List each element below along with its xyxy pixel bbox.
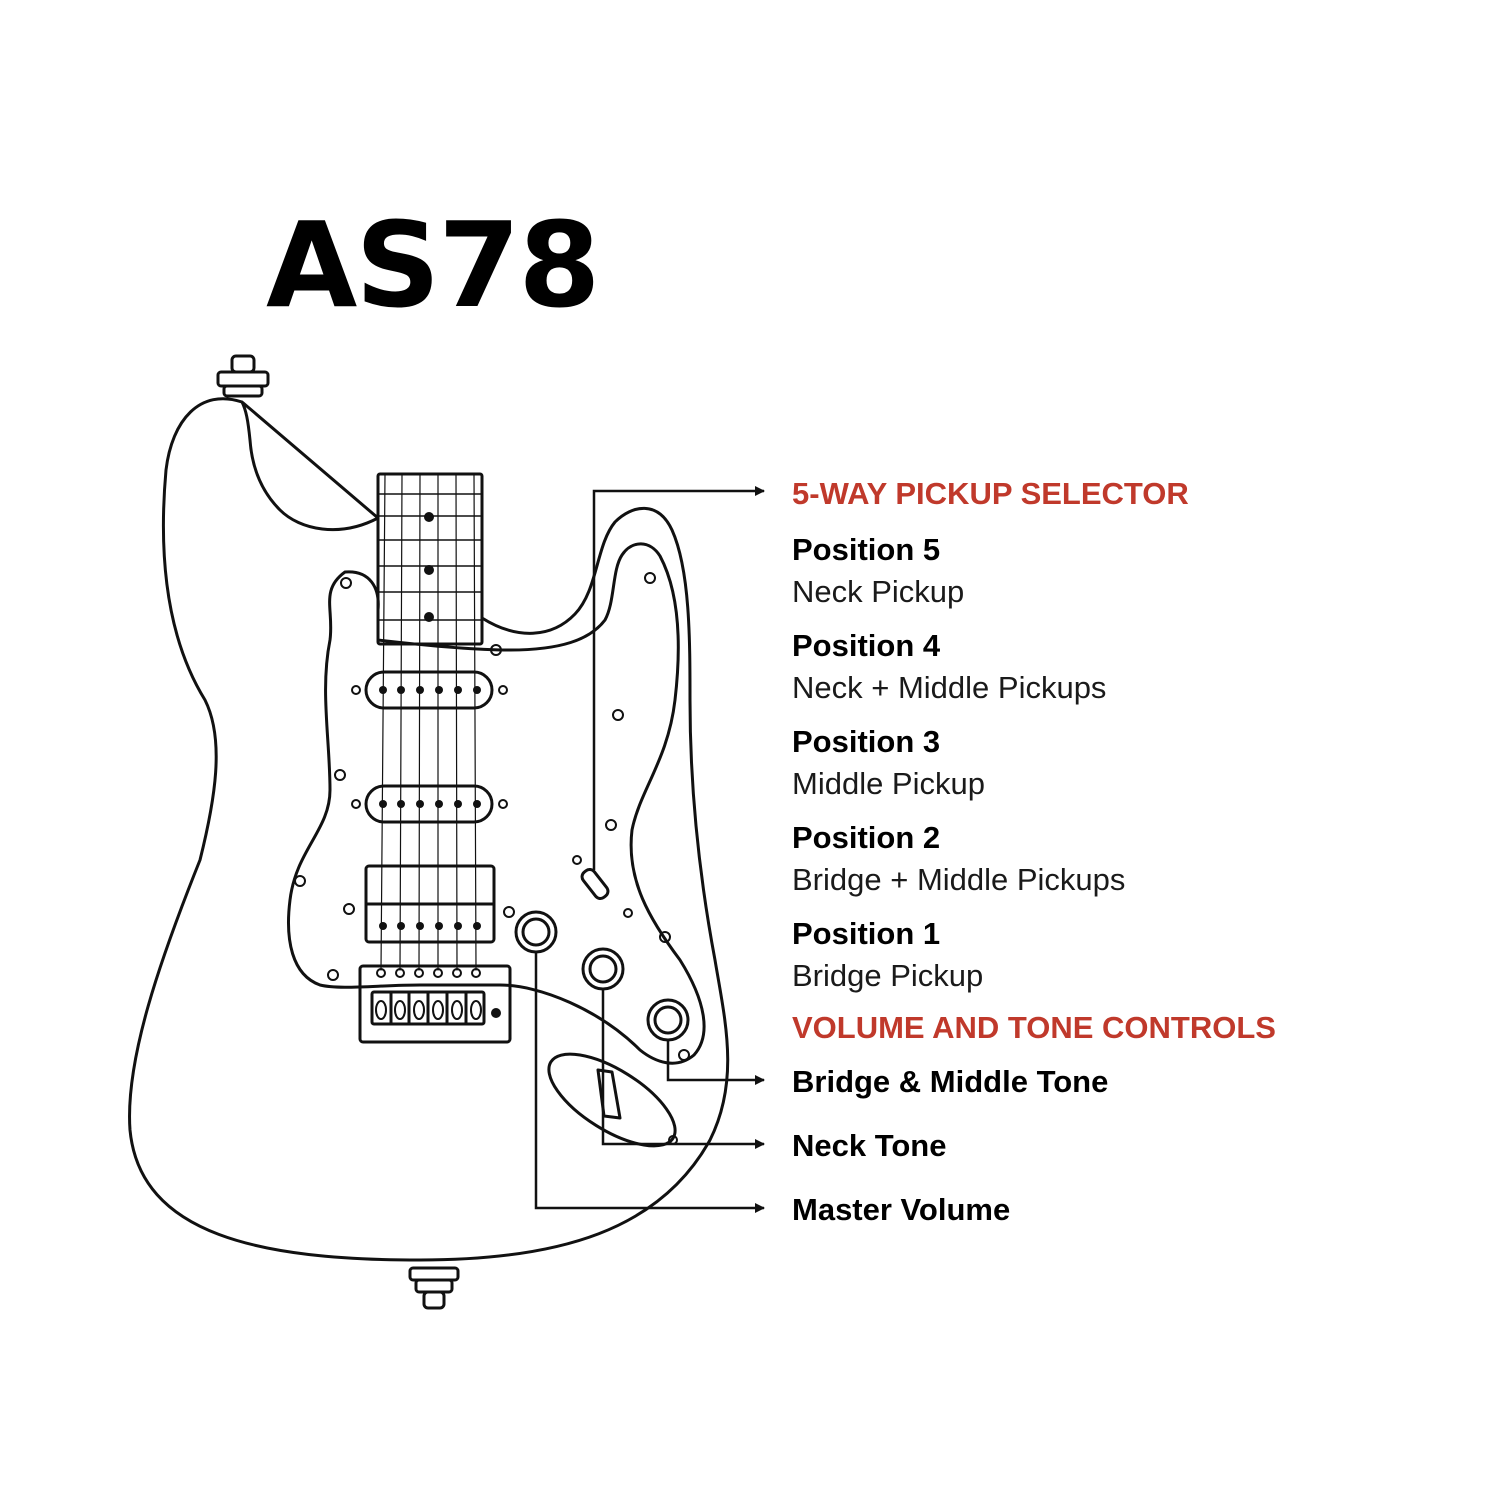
position-5-description: Neck Pickup — [792, 574, 965, 609]
guitar-body-outline — [128, 397, 730, 1262]
position-2-label: Position 2 — [792, 820, 941, 855]
neck-pickup — [364, 670, 494, 710]
neck-tone-label: Neck Tone — [792, 1128, 947, 1163]
output-jack — [596, 1068, 622, 1120]
strings — [380, 473, 477, 971]
fretboard — [376, 472, 484, 646]
position-1-label: Position 1 — [792, 916, 941, 951]
pickup-selector-switch — [580, 868, 610, 900]
neck-tone-leader-line — [601, 989, 765, 1149]
neck-tone-knob — [581, 947, 625, 991]
position-1-description: Bridge Pickup — [792, 958, 984, 993]
saddle-barrels — [375, 1000, 482, 1020]
controls-heading: VOLUME AND TONE CONTROLS — [792, 1010, 1276, 1045]
bridge-humbucker — [364, 864, 496, 944]
selector-heading: 5-WAY PICKUP SELECTOR — [792, 476, 1189, 511]
tremolo-bridge — [358, 964, 512, 1044]
middle-pickup — [364, 784, 494, 824]
bridge-middle-tone-label: Bridge & Middle Tone — [792, 1064, 1109, 1099]
position-4-description: Neck + Middle Pickups — [792, 670, 1107, 705]
page-title: AS78 — [266, 196, 601, 334]
pickguard-screws — [294, 572, 690, 1145]
master-volume-leader-line — [534, 952, 765, 1213]
position-3-label: Position 3 — [792, 724, 941, 759]
pole-pieces — [379, 512, 501, 1018]
bridge-middle-tone-leader-line — [666, 1040, 765, 1085]
pickguard-outline — [287, 542, 706, 1065]
master-volume-knob — [514, 910, 558, 954]
position-3-description: Middle Pickup — [792, 766, 985, 801]
strap-button-top — [216, 354, 270, 398]
selector-leader-line — [592, 486, 765, 870]
position-4-label: Position 4 — [792, 628, 941, 663]
position-5-label: Position 5 — [792, 532, 941, 567]
output-jack-plate — [547, 1052, 677, 1148]
position-2-description: Bridge + Middle Pickups — [792, 862, 1126, 897]
master-volume-label: Master Volume — [792, 1192, 1011, 1227]
bridge-middle-tone-knob — [646, 998, 690, 1042]
strap-button-bottom — [408, 1266, 460, 1310]
leader-lines — [534, 486, 765, 1213]
